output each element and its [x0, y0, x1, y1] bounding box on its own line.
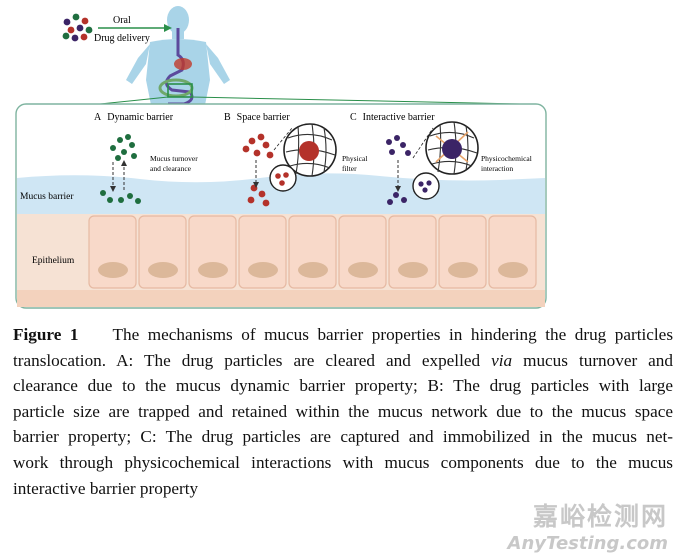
watermark-cn: 嘉峪检测网 — [532, 502, 668, 531]
figure-caption: Figure 1 The mechanisms of mucus barrier… — [13, 322, 673, 501]
epithelium-label: Epithelium — [32, 256, 75, 266]
caption-label: Figure 1 — [13, 325, 79, 344]
caption-line-7: interactive barrier property — [13, 478, 199, 498]
oral-particle-cluster — [62, 13, 93, 42]
caption-text-1: The mechanisms of mucus barrier properti… — [112, 325, 674, 344]
panel-b-magnifier — [269, 123, 337, 192]
cell-nucleus — [248, 262, 278, 278]
panel-a-up-arrow-head — [121, 160, 127, 166]
panel-c-down-arrow-head — [395, 186, 401, 192]
oral-label: Oral — [113, 15, 131, 26]
cell-nucleus — [448, 262, 478, 278]
cell-nucleus — [148, 262, 178, 278]
caption-italic-via: via — [491, 350, 513, 370]
panel-c-particles — [386, 135, 411, 205]
drug-delivery-label: Drug delivery — [94, 33, 150, 44]
caption-line-5: barrier property; C: The drug particles … — [13, 427, 673, 447]
mucus-barrier-figure: Oral Drug delivery Mucus barrier Epithel… — [15, 6, 547, 309]
panel-b-particles — [242, 133, 274, 207]
oral-arrow-head — [164, 24, 172, 32]
cell-nucleus — [498, 262, 528, 278]
caption-line-1: Figure 1 The mechanisms of mucus barrier… — [13, 322, 673, 348]
watermark: 嘉峪检测网 AnyTesting.com — [508, 497, 668, 554]
panel-a-down-arrow-head — [110, 186, 116, 192]
panel-a-particles — [100, 134, 141, 204]
caption-line-6: work through physicochemical interaction… — [13, 452, 673, 472]
cell-nucleus — [298, 262, 328, 278]
panel-c-magnifier — [412, 121, 479, 200]
caption-text-2a: translocation. A: The drug particles are… — [13, 350, 492, 370]
cell-nucleus — [348, 262, 378, 278]
caption-line-4: particle size are trapped and retained w… — [13, 401, 673, 421]
mucus-barrier-label: Mucus barrier — [20, 192, 74, 202]
zoom-line-left — [99, 96, 169, 105]
digestive-tract-icon — [158, 28, 194, 106]
caption-text-2b: mucus turnover and — [512, 350, 673, 370]
cell-nucleus — [98, 262, 128, 278]
cell-nucleus — [198, 262, 228, 278]
zoom-line-right — [191, 96, 521, 105]
human-body-illustration — [126, 6, 230, 110]
panel-b-down-arrow-head — [253, 182, 259, 188]
caption-line-3: clearance due to the mucus dynamic barri… — [13, 376, 673, 396]
epithelium-layer — [17, 214, 545, 307]
watermark-en: AnyTesting.com — [507, 533, 668, 554]
caption-line-2: translocation. A: The drug particles are… — [13, 348, 673, 374]
basement-band — [17, 290, 545, 307]
cell-nucleus — [398, 262, 428, 278]
